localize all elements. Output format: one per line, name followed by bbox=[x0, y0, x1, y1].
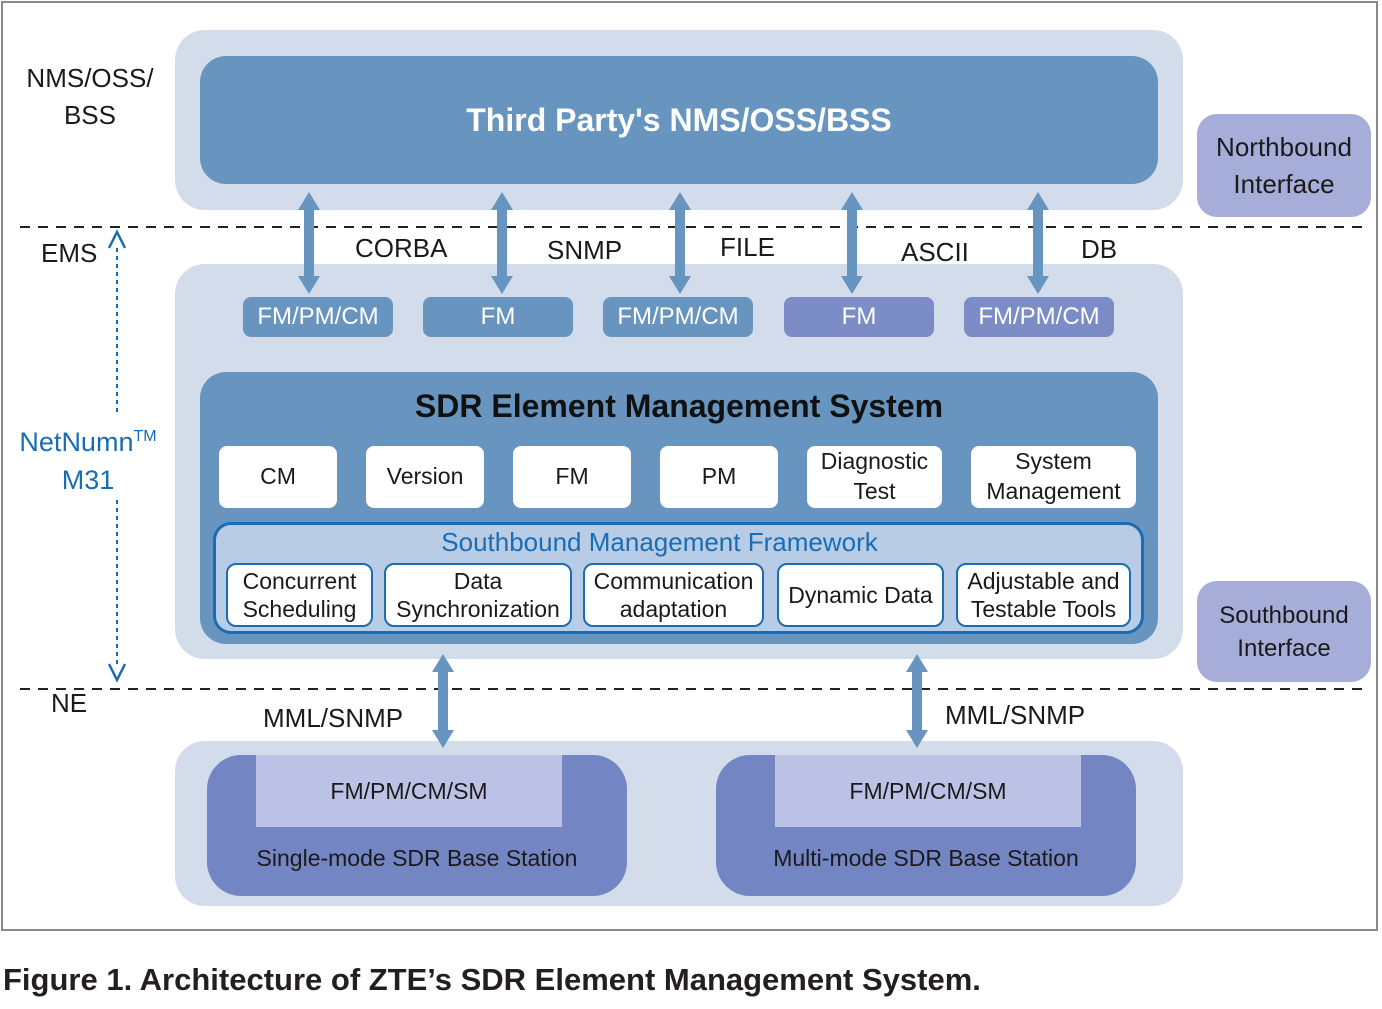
arrow-snmp bbox=[491, 192, 513, 294]
product-name: NetNumn bbox=[19, 427, 134, 457]
product-label: NetNumnTM M31 bbox=[8, 418, 168, 499]
module-fm: FM bbox=[513, 446, 631, 508]
sb-module-dynamic-data: Dynamic Data bbox=[777, 563, 944, 627]
module-version: Version bbox=[366, 446, 484, 508]
interface-pill-corba: FM/PM/CM bbox=[243, 297, 393, 337]
single-mode-label: Single-mode SDR Base Station bbox=[256, 844, 578, 871]
netnumn-span-arrow bbox=[107, 229, 127, 683]
sdr-ems-title: SDR Element Management System bbox=[414, 387, 944, 424]
figure-frame bbox=[1, 1, 1378, 931]
module-cm: CM bbox=[219, 446, 337, 508]
interface-pill-ascii: FM bbox=[784, 297, 934, 337]
protocol-snmp: SNMP bbox=[547, 235, 623, 265]
product-model: M31 bbox=[61, 465, 115, 495]
third-party-nms-box: Third Party's NMS/OSS/BSS bbox=[200, 56, 1158, 184]
northbound-interface-box: Northbound Interface bbox=[1197, 114, 1371, 217]
southbound-framework-title: Southbound Management Framework bbox=[441, 526, 878, 557]
arrow-corba bbox=[298, 192, 320, 294]
arrow-mml-left bbox=[432, 654, 454, 748]
southbound-arrows bbox=[432, 654, 928, 748]
protocol-mml-snmp-right: MML/SNMP bbox=[945, 700, 1086, 730]
interface-pill-snmp: FM bbox=[423, 297, 573, 337]
layer-label-ne: NE bbox=[51, 688, 88, 718]
figure-caption: Figure 1. Architecture of ZTE’s SDR Elem… bbox=[3, 962, 981, 997]
protocol-ascii: ASCII bbox=[901, 237, 969, 267]
product-tm: TM bbox=[133, 428, 157, 445]
southbound-interface-box: Southbound Interface bbox=[1197, 581, 1371, 682]
northbound-arrows bbox=[298, 192, 1049, 294]
sb-module-communication-adaptation: Communication adaptation bbox=[583, 563, 764, 627]
multi-mode-functions: FM/PM/CM/SM bbox=[775, 755, 1081, 827]
protocol-corba: CORBA bbox=[355, 233, 448, 263]
third-party-nms-label: Third Party's NMS/OSS/BSS bbox=[466, 101, 892, 138]
arrow-ascii bbox=[841, 192, 863, 294]
multi-mode-label: Multi-mode SDR Base Station bbox=[773, 844, 1079, 871]
arrow-file bbox=[669, 192, 691, 294]
protocol-mml-snmp-left: MML/SNMP bbox=[263, 703, 404, 733]
sb-module-data-synchronization: Data Synchronization bbox=[384, 563, 572, 627]
single-mode-functions: FM/PM/CM/SM bbox=[256, 755, 562, 827]
module-system-management: System Management bbox=[971, 446, 1136, 508]
sb-module-concurrent-scheduling: Concurrent Scheduling bbox=[226, 563, 373, 627]
protocol-db: DB bbox=[1081, 234, 1118, 264]
layer-label-nms: NMS/OSS/ BSS bbox=[26, 63, 154, 130]
module-pm: PM bbox=[660, 446, 778, 508]
protocol-file: FILE bbox=[720, 232, 775, 262]
sb-module-adjustable-testable-tools: Adjustable and Testable Tools bbox=[956, 563, 1131, 627]
arrow-db bbox=[1027, 192, 1049, 294]
interface-pill-file: FM/PM/CM bbox=[603, 297, 753, 337]
module-diagnostic-test: Diagnostic Test bbox=[807, 446, 942, 508]
arrow-mml-right bbox=[906, 654, 928, 748]
interface-pill-db: FM/PM/CM bbox=[964, 297, 1114, 337]
layer-label-ems: EMS bbox=[41, 238, 98, 268]
